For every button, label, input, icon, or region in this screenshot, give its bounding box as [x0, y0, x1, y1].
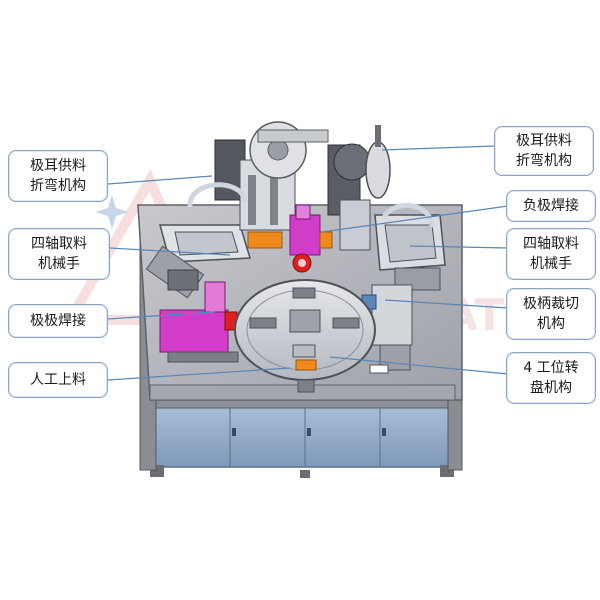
label-tab-feed-right: 极耳供料 折弯机构 [494, 126, 594, 176]
label-pole-weld: 极极焊接 [8, 304, 108, 338]
label-turntable: 4 工位转 盘机构 [506, 352, 596, 404]
left-tab-feeder [214, 121, 329, 249]
label-robot-right: 四轴取料 机械手 [506, 228, 596, 280]
label-robot-left: 四轴取料 机械手 [8, 228, 110, 280]
label-manual-load: 人工上料 [8, 362, 108, 398]
negative-weld-unit [289, 204, 333, 273]
label-tab-feed-left: 极耳供料 折弯机构 [8, 150, 108, 202]
cabinet-base [150, 399, 456, 478]
pole-weld-unit [159, 281, 239, 363]
leader-lines [107, 145, 509, 381]
turntable [234, 279, 376, 393]
right-tab-feeder [327, 125, 391, 251]
handle-cutting-unit [361, 284, 413, 374]
label-handle-cut: 极柄裁切 机构 [506, 288, 596, 340]
sparkle-icon [95, 195, 129, 229]
cable-hoses [187, 182, 435, 228]
label-negative-weld: 负极焊接 [506, 190, 596, 222]
